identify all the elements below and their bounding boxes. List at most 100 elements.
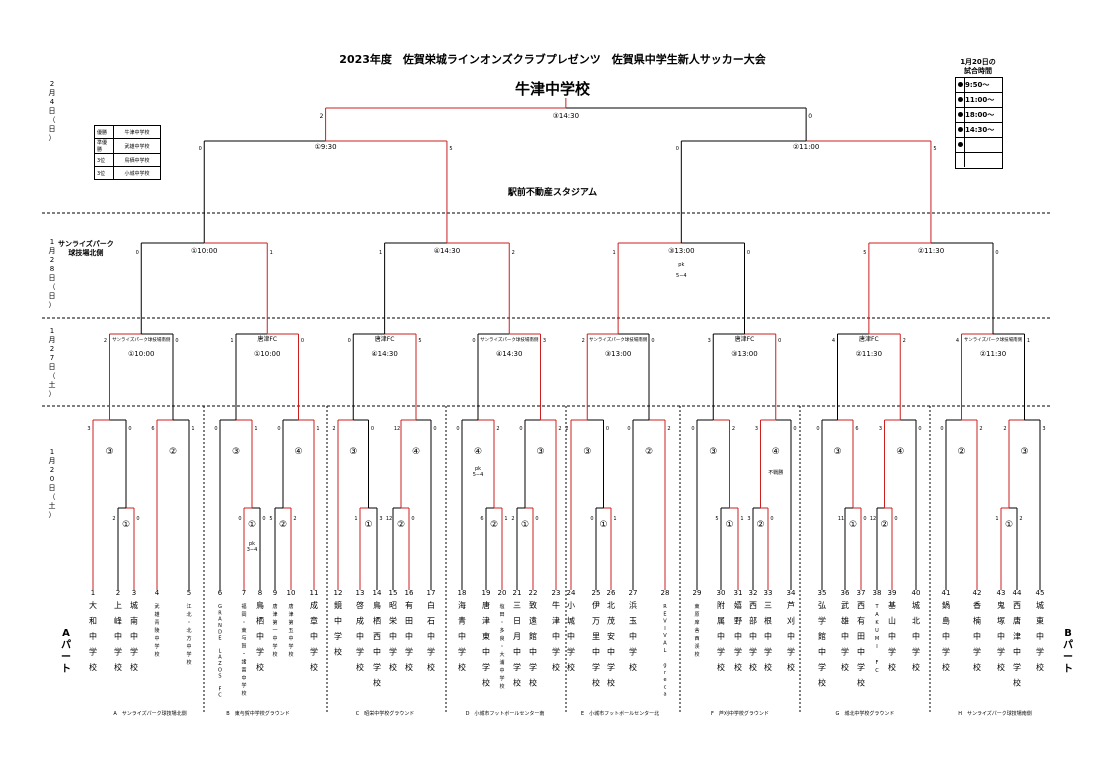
team-name-char: 五: [288, 628, 293, 634]
pk-result: pk: [678, 262, 684, 268]
legend-team: 牛津中学校: [113, 125, 161, 139]
score-left: 5: [863, 250, 866, 256]
team-number: 10: [287, 589, 296, 597]
score-right: 0: [778, 338, 781, 344]
team-name-char: 館: [818, 631, 826, 641]
match-times-box: 9:50～ 11:00～ 18:00～ 14:30～: [955, 77, 1003, 169]
team-name-char: I: [664, 626, 665, 632]
team-number: 28: [661, 589, 670, 597]
team-name-char: 学: [629, 647, 637, 657]
score-right: 3: [543, 338, 546, 344]
team-number: 5: [187, 589, 191, 597]
team-name-char: 中: [997, 631, 1005, 641]
team-name-char: C: [218, 693, 222, 699]
time-row: 18:00～: [956, 108, 1002, 123]
team-name-char: 中: [405, 631, 413, 641]
team-name-char: 校: [787, 662, 795, 672]
match-venue: サンライズパーク球技場南側: [480, 336, 539, 343]
team-number: 15: [389, 589, 398, 597]
team-name-char: 学: [818, 616, 826, 626]
team-name-char: 校: [499, 683, 504, 690]
score-left: 0: [519, 426, 522, 432]
score-left: 12: [870, 516, 876, 522]
team-name-char: 楠: [973, 616, 981, 626]
team-name-char: 遠: [529, 616, 537, 626]
team-name-char: e: [663, 677, 666, 683]
match-time: ①10:00: [128, 350, 154, 358]
team-name-char: 安: [607, 631, 615, 641]
team-number: 3: [132, 589, 136, 597]
match-time: ①10:00: [254, 350, 280, 358]
team-name-char: 校: [186, 659, 191, 666]
team-number: 19: [482, 589, 491, 597]
team-name-char: 校: [405, 662, 413, 672]
team-name-char: 西: [749, 601, 757, 610]
team-name-char: 校: [997, 662, 1005, 672]
legend-row: 3位鳥栖中学校: [94, 153, 161, 167]
legend-rank: 優勝: [94, 125, 114, 139]
match-time: ③13:00: [605, 350, 631, 358]
pk-result: 5−4: [473, 472, 484, 478]
team-name-char: 中: [841, 631, 849, 641]
team-name-char: 学: [1036, 647, 1044, 657]
time-row: [956, 153, 1002, 167]
match-number: ①: [364, 520, 372, 530]
time-row: [956, 138, 1002, 153]
score-left: 4: [956, 338, 959, 344]
team-name-char: 中: [114, 631, 122, 641]
score-left: 2: [332, 426, 335, 432]
team-number: 18: [458, 589, 467, 597]
time-value: 9:50～: [965, 81, 990, 89]
score-left: 2: [104, 338, 107, 344]
team-number: 1: [91, 589, 95, 597]
team-name-char: 大: [499, 651, 504, 658]
score-right: 0: [136, 516, 139, 522]
team-name-char: 唐: [1013, 616, 1021, 626]
team-name-char: 部: [749, 616, 757, 626]
venue-label: A サンライズパーク球技場北側: [113, 710, 186, 717]
team-name-char: 西: [694, 636, 699, 642]
team-name-char: 学: [749, 647, 757, 657]
score-left: 0: [627, 426, 630, 432]
score-right: 2: [667, 426, 670, 432]
team-name-char: 校: [1036, 662, 1044, 672]
score-left: 0: [472, 338, 475, 344]
team-name-char: 昭: [389, 601, 397, 610]
team-name-char: a: [663, 692, 666, 698]
match-venue: 唐津FC: [735, 335, 755, 343]
team-number: 30: [717, 589, 726, 597]
team-name-char: 有: [857, 616, 865, 626]
team-name-char: A: [875, 612, 879, 618]
team-name-char: 津: [1013, 631, 1021, 641]
match-time: ①10:00: [191, 247, 217, 255]
team-name-char: 浦: [499, 659, 504, 666]
legend-rank: 3位: [94, 166, 114, 180]
score-left: 2: [511, 516, 514, 522]
team-name-char: 基: [888, 600, 896, 610]
match-time: ②11:30: [918, 247, 944, 255]
team-name-char: 賀: [241, 643, 246, 650]
part-b-label: B パ ー ト: [1063, 628, 1073, 675]
team-name-char: 南: [130, 616, 138, 626]
score-right: 0: [894, 516, 897, 522]
team-name-char: 多: [499, 627, 504, 634]
team-name-char: 根: [764, 616, 772, 626]
team-name-char: C: [875, 668, 879, 674]
score-left: 0: [816, 426, 819, 432]
team-name-char: 館: [529, 631, 537, 641]
team-name-char: 東: [1036, 616, 1044, 626]
score-left: 0: [238, 516, 241, 522]
team-name-char: 学: [458, 647, 466, 657]
team-name-char: T: [874, 604, 879, 610]
team-name-char: 中: [764, 631, 772, 641]
score-right: 2: [1019, 516, 1022, 522]
team-name-char: 啓: [356, 600, 364, 610]
team-name-char: 鳥: [256, 600, 264, 610]
score-right: 0: [411, 516, 414, 522]
match-number: ②: [756, 520, 764, 530]
team-name-char: 中: [818, 647, 826, 657]
team-name-char: 校: [482, 678, 490, 688]
team-number: 23: [552, 589, 561, 597]
team-number: 43: [997, 589, 1006, 597]
